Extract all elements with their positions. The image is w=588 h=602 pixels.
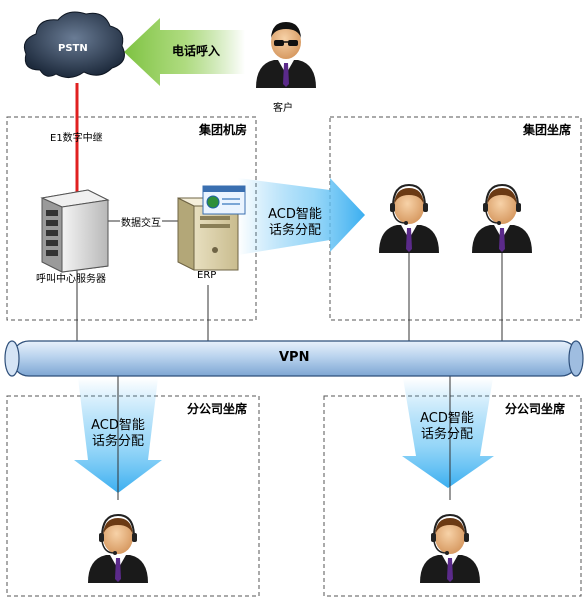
vpn-label: VPN bbox=[279, 350, 310, 365]
data-exchange-label: 数据交互 bbox=[120, 214, 162, 229]
group-seats-zone bbox=[329, 116, 582, 321]
acd-line1: ACD智能 bbox=[420, 411, 474, 426]
customer-label: 客户 bbox=[273, 103, 293, 114]
server-label: 呼叫中心服务器 bbox=[36, 274, 106, 285]
e1-trunk-label: E1数字中继 bbox=[50, 133, 103, 144]
customer-icon bbox=[256, 22, 316, 88]
vpn-pipe bbox=[4, 340, 584, 377]
erp-window-icon bbox=[202, 185, 246, 215]
call-center-server-icon bbox=[40, 189, 110, 273]
acd-line2: 话务分配 bbox=[91, 434, 144, 449]
acd-line2: 话务分配 bbox=[268, 223, 321, 238]
acd-label-branch-right: ACD智能 话务分配 bbox=[414, 411, 480, 443]
acd-arrow-group bbox=[238, 178, 365, 255]
group-seats-title: 集团坐席 bbox=[523, 123, 572, 137]
incoming-call-arrow bbox=[124, 18, 245, 86]
branch-right-agent-icon bbox=[419, 514, 481, 584]
group-room-title: 集团机房 bbox=[199, 123, 248, 137]
branch-left-agent-icon bbox=[87, 514, 149, 584]
erp-label: ERP bbox=[197, 270, 217, 281]
pstn-label: PSTN bbox=[58, 43, 88, 54]
branch-left-title: 分公司坐席 bbox=[187, 402, 248, 416]
acd-arrow-branch-right bbox=[402, 378, 494, 488]
branch-right-title: 分公司坐席 bbox=[505, 402, 566, 416]
pstn-cloud-icon bbox=[23, 11, 125, 78]
acd-label-branch-left: ACD智能 话务分配 bbox=[86, 418, 150, 450]
group-agent-2-icon bbox=[471, 184, 533, 254]
acd-line1: ACD智能 bbox=[91, 418, 145, 433]
group-agent-1-icon bbox=[378, 184, 440, 254]
incoming-call-label: 电话呼入 bbox=[172, 44, 221, 58]
acd-label-group: ACD智能 话务分配 bbox=[262, 207, 328, 239]
acd-line1: ACD智能 bbox=[268, 207, 322, 222]
acd-line2: 话务分配 bbox=[420, 427, 473, 442]
